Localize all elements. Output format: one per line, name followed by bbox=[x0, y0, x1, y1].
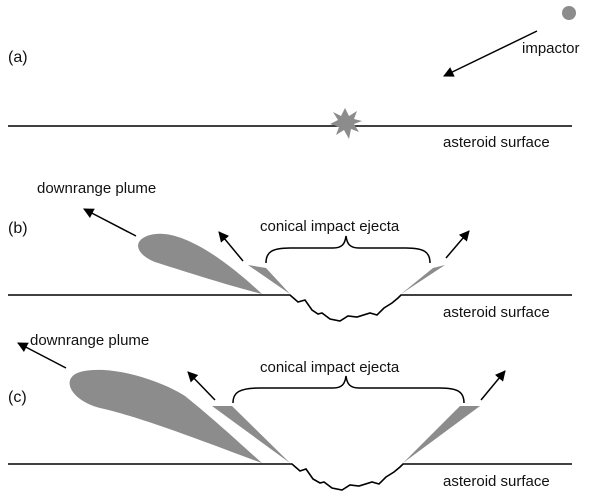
ejecta-cone-left-b bbox=[248, 265, 290, 294]
impactor-label: impactor bbox=[522, 40, 580, 57]
panel-b: (b) downrange plume conical impact eject… bbox=[8, 180, 572, 322]
ejecta-arrow-right-b bbox=[445, 230, 470, 259]
panel-c: (c) downrange plume conical impact eject… bbox=[8, 332, 572, 491]
impact-flash-icon bbox=[330, 108, 362, 139]
downrange-plume-c bbox=[69, 369, 262, 463]
impactor-icon bbox=[562, 6, 576, 20]
surface-label-c: asteroid surface bbox=[443, 473, 550, 490]
plume-label-c: downrange plume bbox=[30, 332, 149, 349]
downrange-plume-b bbox=[138, 233, 262, 294]
ejecta-label-b: conical impact ejecta bbox=[260, 218, 400, 235]
surface-label-a: asteroid surface bbox=[443, 134, 550, 151]
ejecta-arrow-right-c bbox=[480, 370, 506, 401]
ejecta-arrow-left-b bbox=[218, 231, 244, 262]
panel-c-label: (c) bbox=[8, 389, 27, 406]
ejecta-brace-b bbox=[265, 235, 431, 264]
panel-b-label: (b) bbox=[8, 220, 28, 237]
panel-a: (a) impactor asteroid surface bbox=[8, 6, 580, 151]
ejecta-brace-c bbox=[232, 375, 465, 404]
panel-a-label: (a) bbox=[8, 49, 28, 66]
ejecta-arrow-left-c bbox=[187, 371, 216, 401]
ejecta-cone-right-b bbox=[401, 265, 445, 294]
surface-crater-c bbox=[8, 463, 572, 491]
ejecta-label-c: conical impact ejecta bbox=[260, 359, 400, 376]
surface-label-b: asteroid surface bbox=[443, 304, 550, 321]
surface-crater-b bbox=[8, 294, 572, 322]
ejecta-cone-left-c bbox=[212, 406, 290, 463]
plume-label-b: downrange plume bbox=[37, 180, 156, 197]
plume-arrow-c bbox=[17, 342, 67, 369]
ejecta-cone-right-c bbox=[403, 406, 480, 463]
plume-arrow-b bbox=[83, 208, 137, 237]
impactor-trajectory-arrow bbox=[443, 30, 538, 77]
